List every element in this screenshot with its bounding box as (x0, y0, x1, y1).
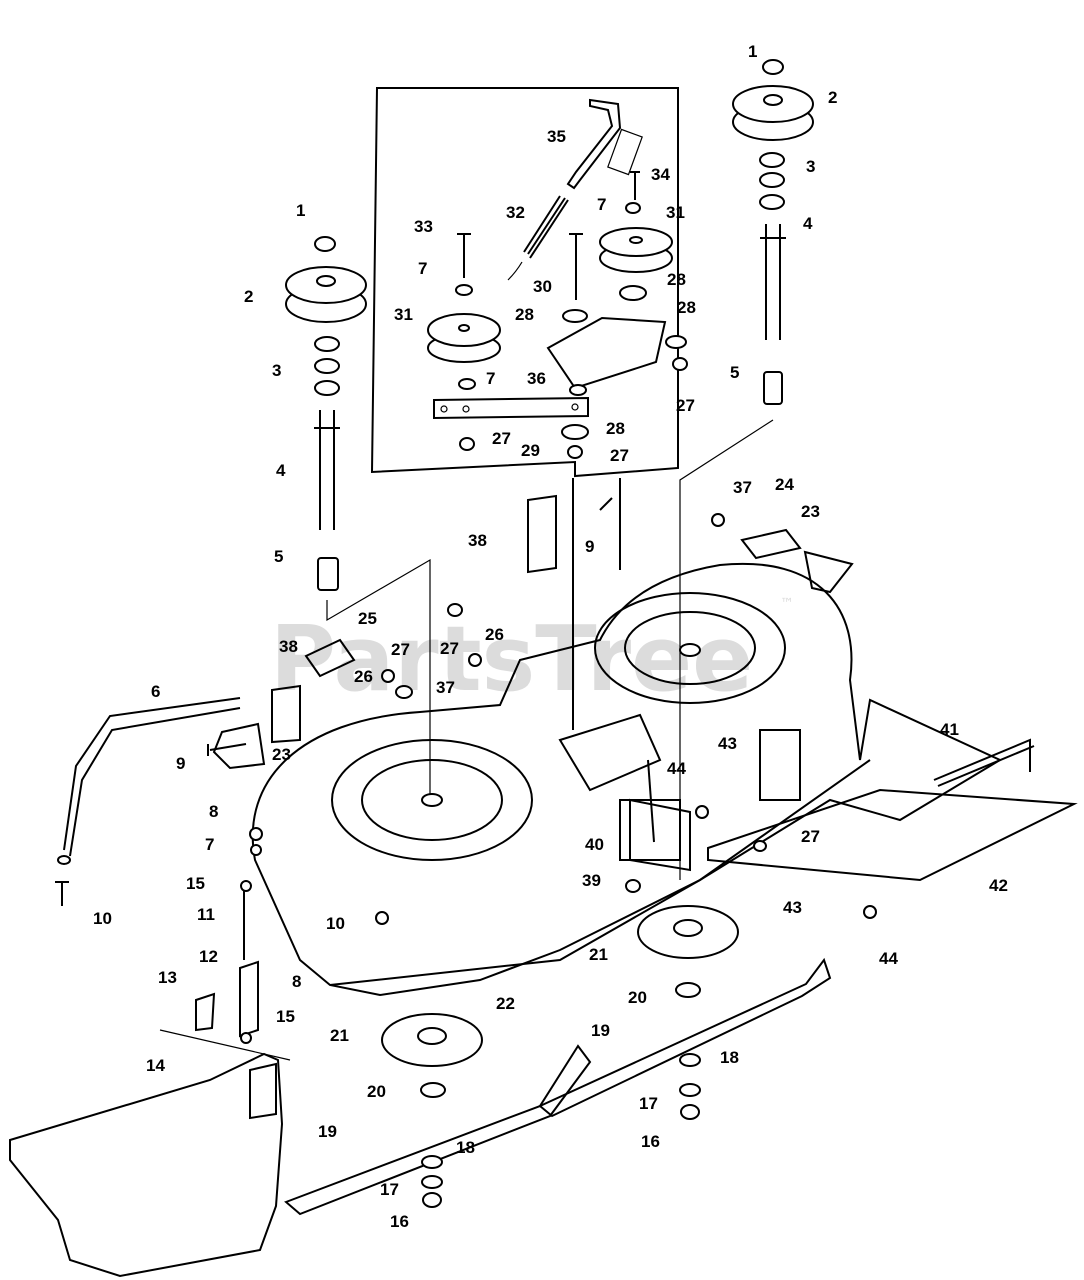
rod (933, 738, 1035, 787)
callout-c18b: 18 (456, 1138, 475, 1157)
callout-c32: 32 (506, 203, 525, 222)
callout-c29: 29 (521, 441, 540, 460)
callout-c27c: 27 (610, 446, 629, 465)
callout-c38b: 38 (279, 637, 298, 656)
callout-c7a: 7 (597, 195, 606, 214)
callout-c11: 11 (197, 905, 215, 924)
callout-c1a: 1 (748, 42, 757, 61)
callout-c26b: 26 (354, 667, 373, 686)
callout-c20a: 20 (628, 988, 647, 1007)
watermark-trademark: ™ (780, 596, 794, 612)
callout-c9b: 9 (176, 754, 185, 773)
callout-c23b: 23 (272, 745, 291, 764)
callout-c25: 25 (358, 609, 377, 628)
callout-c33: 33 (414, 217, 433, 236)
callout-c5a: 5 (730, 363, 739, 382)
callout-c38a: 38 (468, 531, 487, 550)
callout-c20b: 20 (367, 1082, 386, 1101)
right-spindle-assembly (679, 59, 814, 880)
callout-c9a: 9 (585, 537, 594, 556)
callout-c7c: 7 (486, 369, 495, 388)
callout-c21b: 21 (330, 1026, 349, 1045)
callout-c40: 40 (585, 835, 604, 854)
idler-assembly-inset (370, 87, 688, 478)
callout-c23a: 23 (801, 502, 820, 521)
callout-c17a: 17 (639, 1094, 658, 1113)
callout-c27e: 27 (391, 640, 410, 659)
callout-c2a: 2 (828, 88, 837, 107)
callout-c30: 30 (533, 277, 552, 296)
callout-c34: 34 (651, 165, 670, 184)
left-spindle-assembly (285, 236, 431, 800)
callout-c27b: 27 (492, 429, 511, 448)
callout-c4b: 4 (276, 461, 286, 480)
callout-c13: 13 (158, 968, 177, 987)
callout-c27d: 27 (440, 639, 459, 658)
callout-c5b: 5 (274, 547, 283, 566)
callout-c10b: 10 (326, 914, 345, 933)
callout-c31b: 31 (394, 305, 413, 324)
callout-c3a: 3 (806, 157, 815, 176)
callout-c8a: 8 (209, 802, 218, 821)
belt-guard (63, 697, 241, 857)
callout-c44a: 44 (667, 759, 686, 778)
callout-c37b: 37 (436, 678, 455, 697)
watermark: PartsTree (270, 607, 753, 712)
callout-c28b: 28 (515, 305, 534, 324)
discharge-chute (9, 1052, 284, 1278)
callout-c16b: 16 (390, 1212, 409, 1231)
callout-c43a: 43 (718, 734, 737, 753)
callout-c19a: 19 (591, 1021, 610, 1040)
callout-c36: 36 (527, 369, 546, 388)
callout-c3b: 3 (272, 361, 281, 380)
callout-c43b: 43 (783, 898, 802, 917)
callout-c24: 24 (775, 475, 794, 494)
callout-c19b: 19 (318, 1122, 337, 1141)
callout-c14: 14 (146, 1056, 165, 1075)
callout-c15a: 15 (186, 874, 205, 893)
callout-c28a: 28 (667, 270, 686, 289)
callout-c16a: 16 (641, 1132, 660, 1151)
callout-c8b: 8 (292, 972, 301, 991)
callout-c21a: 21 (589, 945, 608, 964)
callout-c4a: 4 (803, 214, 813, 233)
callout-c6: 6 (151, 682, 160, 701)
callout-c7d: 7 (205, 835, 214, 854)
callout-c17b: 17 (380, 1180, 399, 1199)
mower-deck-housing (251, 562, 1003, 997)
callout-c18a: 18 (720, 1048, 739, 1067)
callout-c15b: 15 (276, 1007, 295, 1026)
callout-c28c: 28 (677, 298, 696, 317)
callout-c42: 42 (989, 876, 1008, 895)
callout-c37a: 37 (733, 478, 752, 497)
callout-c44b: 44 (879, 949, 898, 968)
callout-c27f: 27 (801, 827, 820, 846)
callout-c28d: 28 (606, 419, 625, 438)
callout-c39: 39 (582, 871, 601, 890)
baffle-plate (707, 788, 1078, 882)
callout-c7b: 7 (418, 259, 427, 278)
callout-c10a: 10 (93, 909, 112, 928)
blade-right (538, 957, 832, 1118)
callout-c35: 35 (547, 127, 566, 146)
callout-c26a: 26 (485, 625, 504, 644)
callout-c41: 41 (940, 720, 959, 739)
callout-c31a: 31 (666, 203, 685, 222)
callout-c22: 22 (496, 994, 515, 1013)
callout-c1b: 1 (296, 201, 305, 220)
callout-c12: 12 (199, 947, 218, 966)
callout-c2b: 2 (244, 287, 253, 306)
callout-c27a: 27 (676, 396, 695, 415)
